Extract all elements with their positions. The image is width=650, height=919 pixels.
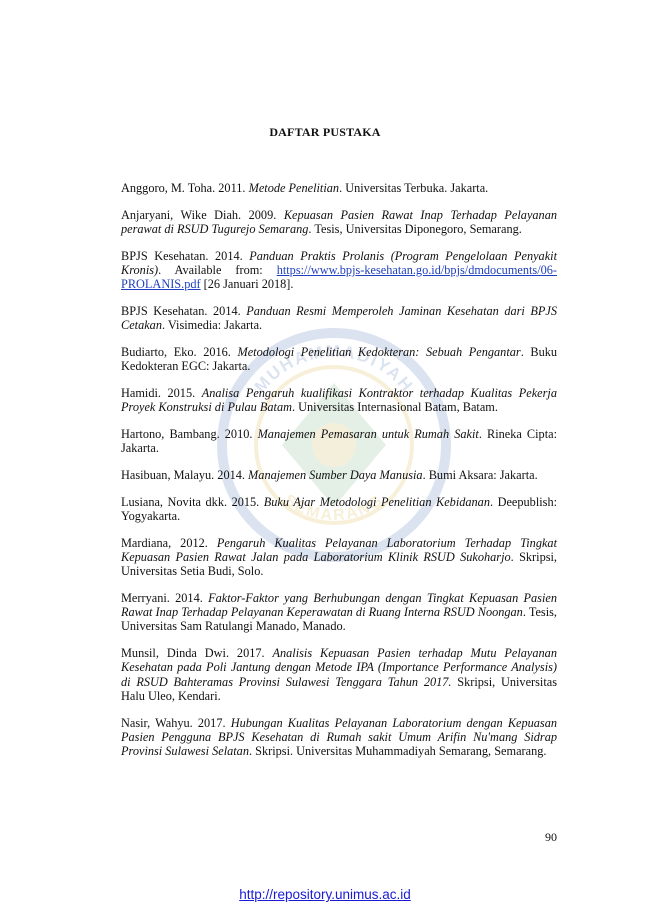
page-number: 90 xyxy=(545,830,557,844)
page-title: DAFTAR PUSTAKA xyxy=(269,125,381,139)
reference-entry: Hasibuan, Malayu. 2014. Manajemen Sumber… xyxy=(121,468,557,482)
reference-text: Merryani. 2014. xyxy=(121,590,209,605)
reference-title: Panduan Resmi Memperoleh Jaminan Kesehat… xyxy=(121,303,557,333)
reference-text: Hamidi. 2015. xyxy=(121,385,202,400)
reference-text: Hasibuan, Malayu. 2014. xyxy=(121,467,249,482)
reference-title: Manajemen Pemasaran untuk Rumah Sakit xyxy=(257,426,479,441)
reference-entry: Nasir, Wahyu. 2017. Hubungan Kualitas Pe… xyxy=(121,716,557,759)
reference-text: . Buku Kedokteran EGC: Jakarta. xyxy=(121,344,558,374)
reference-text: . Skripsi, Universitas Setia Budi, Solo. xyxy=(121,549,557,579)
reference-text: Hartono, Bambang. 2010. xyxy=(121,426,258,441)
reference-title: Analisa Pengaruh kualifikasi Kontraktor … xyxy=(121,385,557,415)
repository-footer: http://repository.unimus.ac.id xyxy=(0,887,650,902)
reference-url-link[interactable]: https://www.bpjs-kesehatan.go.id/bpjs/dm… xyxy=(121,262,557,292)
reference-title: Pengaruh Kualitas Pelayanan Laboratorium… xyxy=(121,535,557,564)
reference-text: Munsil, Dinda Dwi. 2017. xyxy=(121,646,273,661)
reference-title: Faktor-Faktor yang Berhubungan dengan Ti… xyxy=(121,590,557,620)
reference-text: Budiarto, Eko. 2016. xyxy=(121,344,238,359)
reference-text: . Available from: xyxy=(158,262,277,277)
reference-title: Manajemen Sumber Daya Manusia xyxy=(248,467,423,482)
reference-text: . Deepublish: Yogyakarta. xyxy=(121,494,558,523)
reference-entry: Anjaryani, Wike Diah. 2009. Kepuasan Pas… xyxy=(121,208,557,237)
reference-text: . Skripsi. Universitas Muhammadiyah Sema… xyxy=(248,744,547,759)
reference-list: Anggoro, M. Toha. 2011. Metode Penelitia… xyxy=(121,181,557,771)
reference-text: . Universitas Terbuka. Jakarta. xyxy=(339,181,489,195)
reference-text: Anggoro, M. Toha. 2011. xyxy=(121,181,249,195)
reference-entry: BPJS Kesehatan. 2014. Panduan Praktis Pr… xyxy=(121,249,557,292)
reference-entry: Budiarto, Eko. 2016. Metodologi Peneliti… xyxy=(121,345,557,374)
reference-text: Nasir, Wahyu. 2017. xyxy=(121,715,231,730)
reference-entry: Munsil, Dinda Dwi. 2017. Analisis Kepuas… xyxy=(121,646,557,703)
reference-text: . Bumi Aksara: Jakarta. xyxy=(422,467,538,482)
reference-title: Panduan Praktis Prolanis (Program Pengel… xyxy=(121,248,557,277)
reference-title: Metode Penelitian xyxy=(248,181,340,195)
reference-text: Mardiana, 2012. xyxy=(121,535,217,550)
reference-text: . Universitas Internasional Batam, Batam… xyxy=(292,400,498,415)
reference-entry: Mardiana, 2012. Pengaruh Kualitas Pelaya… xyxy=(121,536,557,579)
reference-text: . Tesis, Universitas Sam Ratulangi Manad… xyxy=(121,605,557,634)
reference-text: . Visimedia: Jakarta. xyxy=(161,318,263,333)
reference-text: Lusiana, Novita dkk. 2015. xyxy=(121,494,264,509)
repository-link[interactable]: http://repository.unimus.ac.id xyxy=(239,887,411,902)
reference-text: Skripsi, Universitas Halu Uleo, Kendari. xyxy=(121,674,557,704)
reference-text: . Rineka Cipta: Jakarta. xyxy=(121,426,557,456)
reference-text: BPJS Kesehatan. 2014. xyxy=(121,248,250,263)
reference-title: Buku Ajar Metodologi Penelitian Kebidana… xyxy=(263,494,490,509)
reference-entry: Lusiana, Novita dkk. 2015. Buku Ajar Met… xyxy=(121,495,557,524)
reference-entry: Hartono, Bambang. 2010. Manajemen Pemasa… xyxy=(121,427,557,456)
reference-entry: Merryani. 2014. Faktor-Faktor yang Berhu… xyxy=(121,591,557,634)
reference-text: [26 Januari 2018]. xyxy=(200,277,294,292)
reference-title: Hubungan Kualitas Pelayanan Laboratorium… xyxy=(121,715,558,759)
reference-text: . Tesis, Universitas Diponegoro, Semaran… xyxy=(308,221,522,236)
reference-entry: Hamidi. 2015. Analisa Pengaruh kualifika… xyxy=(121,386,557,415)
reference-entry: BPJS Kesehatan. 2014. Panduan Resmi Memp… xyxy=(121,304,557,333)
reference-entry: Anggoro, M. Toha. 2011. Metode Penelitia… xyxy=(121,181,557,195)
reference-title: Kepuasan Pasien Rawat Inap Terhadap Pela… xyxy=(121,207,557,236)
reference-title: Analisis Kepuasan Pasien terhadap Mutu P… xyxy=(121,646,557,689)
reference-title: Metodologi Penelitian Kedokteran: Sebuah… xyxy=(237,344,521,359)
reference-text: Anjaryani, Wike Diah. 2009. xyxy=(121,207,284,222)
reference-text: BPJS Kesehatan. 2014. xyxy=(121,303,247,318)
